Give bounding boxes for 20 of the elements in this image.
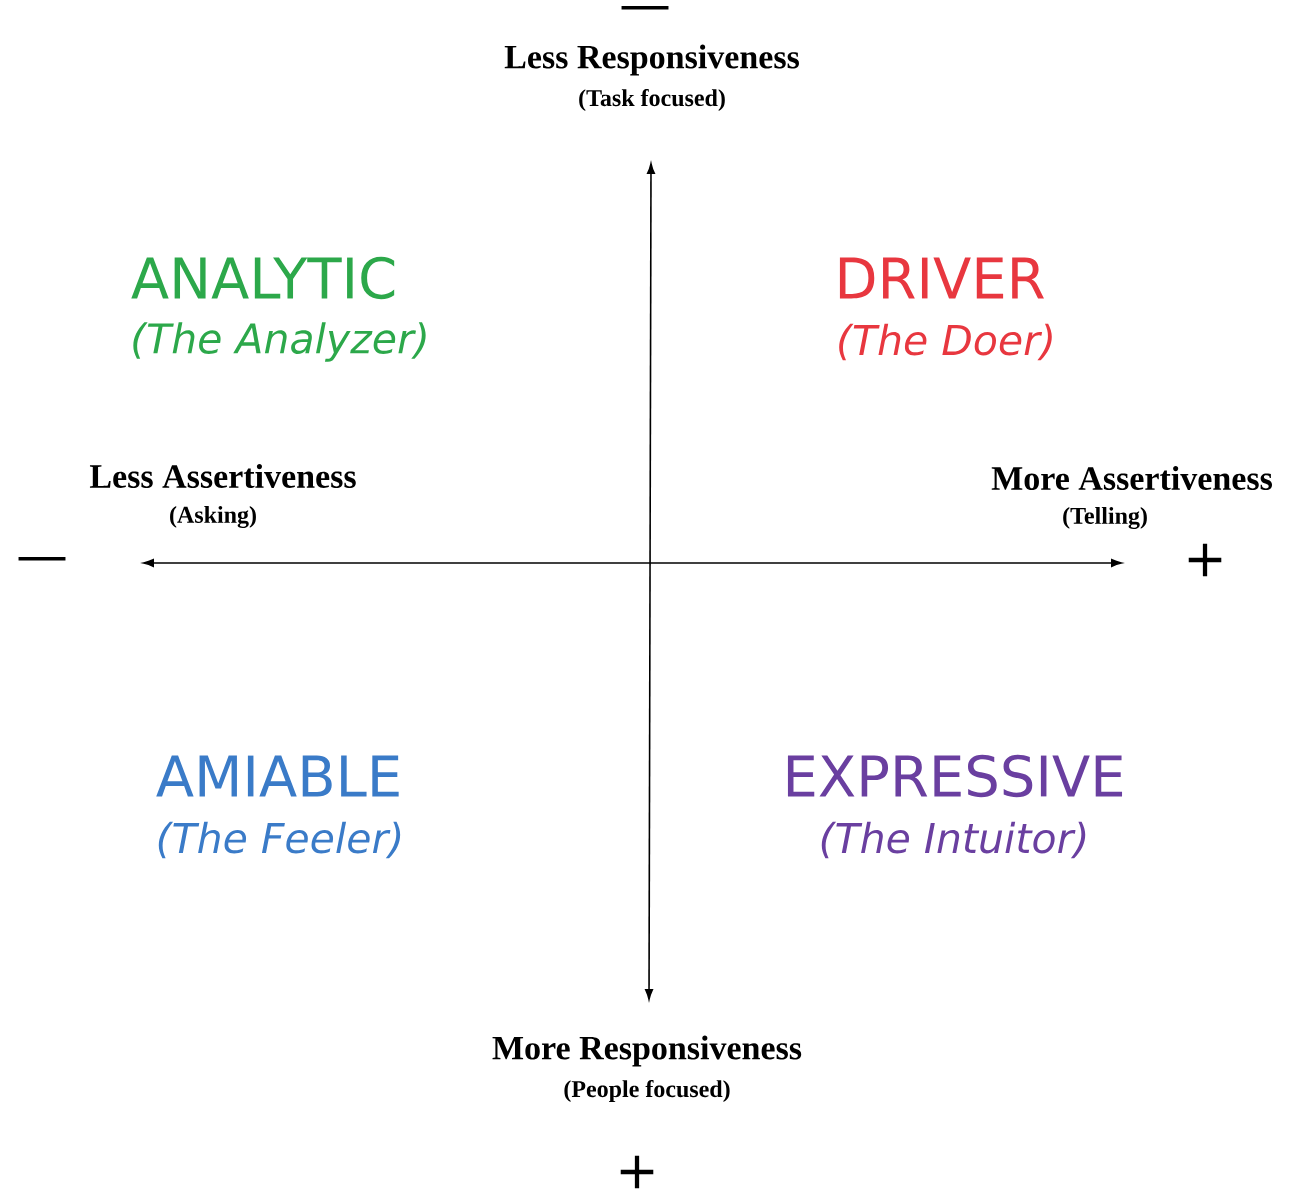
axis-sublabel: (Telling) [1063,507,1147,529]
quadrant-title: AMIABLE [156,755,399,797]
axis-sublabel: (Asking) [170,506,256,528]
sign-symbol: — [621,5,669,10]
axis-sublabel: (People focused) [564,1080,730,1102]
quadrant-title: EXPRESSIVE [787,754,1123,798]
sign-symbol: + [1188,543,1222,577]
axis-label: More Responsiveness [492,1035,802,1067]
quadrant-subtitle: (The Doer) [839,323,1052,361]
quadrant-title: ANALYTIC [131,256,395,300]
quadrant-title: DRIVER [839,257,1044,299]
sign-symbol: — [18,556,66,561]
sign-symbol: + [620,1155,654,1189]
quadrant-subtitle: (The Intuitor) [821,821,1086,859]
quadrant-subtitle: (The Analyzer) [133,322,426,362]
axis-label: Less Assertiveness [89,464,356,488]
axis-label: More Assertiveness [991,466,1272,490]
axis-label: Less Responsiveness [504,44,799,76]
quadrant-subtitle: (The Feeler) [158,821,401,859]
axis-sublabel: (Task focused) [579,89,725,111]
